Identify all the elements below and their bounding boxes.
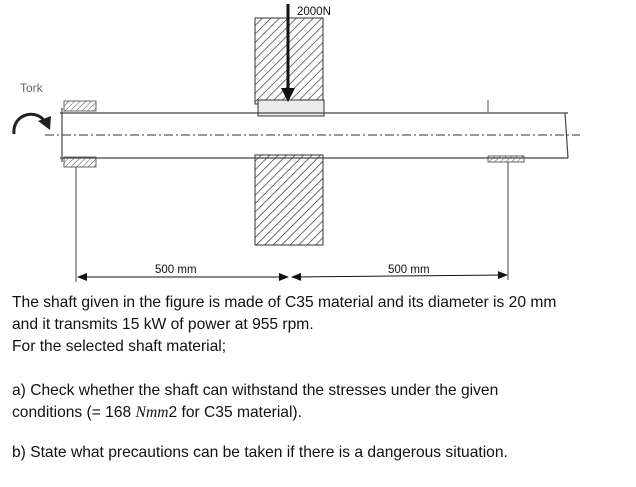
shaft: [45, 108, 580, 162]
question-a-text-suffix: 2 for C35 material).: [168, 404, 302, 421]
torque-label: Tork: [20, 81, 44, 95]
dimension-label-right: 500 mm: [388, 264, 430, 276]
bearing-left: [63, 100, 97, 168]
dimension-line-right: [291, 271, 508, 281]
question-a-line-1: a) Check whether the shaft can withstand…: [12, 382, 499, 399]
problem-line-2: and it transmits 15 kW of power at 955 r…: [12, 316, 314, 333]
bearing-right: [487, 100, 525, 163]
load-arrow: [281, 4, 295, 102]
hub-collar: [257, 99, 325, 117]
problem-statement: The shaft given in the figure is made of…: [12, 292, 627, 464]
question-a-line-2: conditions (= 168 Nmm2 for C35 material)…: [12, 402, 627, 424]
stress-unit-math: Nmm: [135, 404, 169, 421]
dimension-label-left: 500 mm: [155, 264, 197, 276]
problem-line-1: The shaft given in the figure is made of…: [12, 294, 557, 311]
question-b-line: b) State what precautions can be taken i…: [12, 444, 508, 461]
shaft-diagram: 2000N Tork 500 mm 500 mm: [12, 4, 580, 282]
torque-arrow-icon: [12, 112, 51, 135]
problem-line-3: For the selected shaft material;: [12, 338, 227, 355]
question-a-text-prefix: conditions (= 168: [12, 404, 136, 421]
hub-lower: [254, 154, 324, 246]
load-label: 2000N: [297, 6, 331, 18]
